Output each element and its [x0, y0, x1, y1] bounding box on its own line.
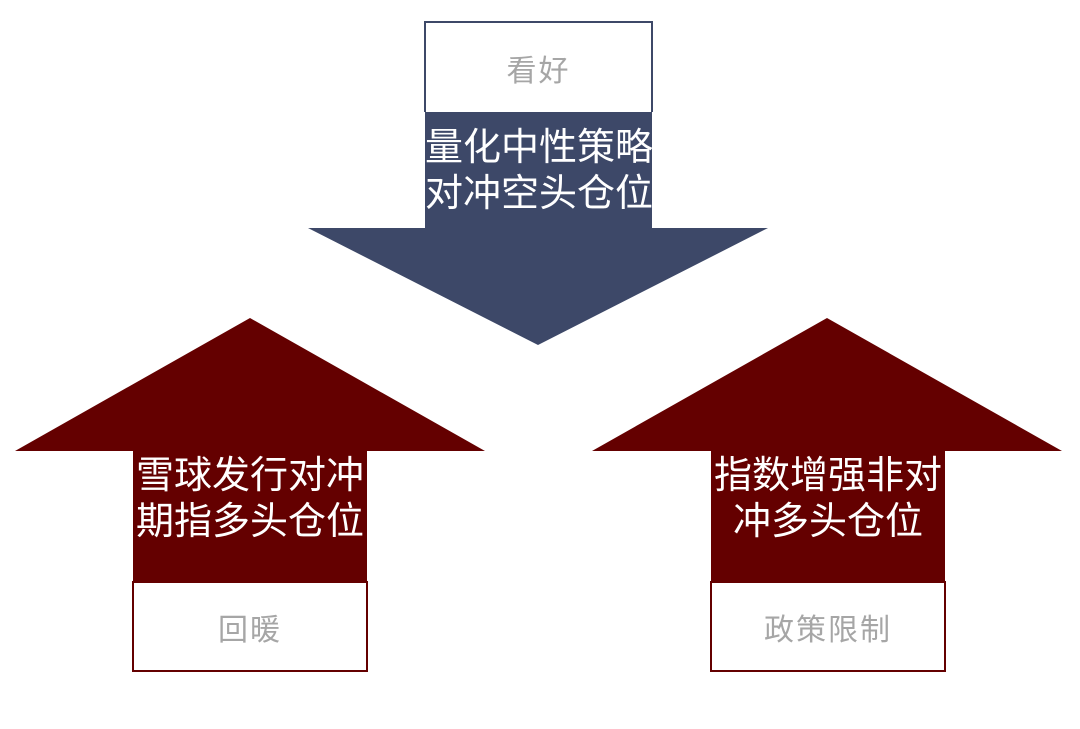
left-arrow-line2: 期指多头仓位 — [135, 499, 364, 543]
top-arrow-line2: 对冲空头仓位 — [425, 171, 654, 215]
right-label-box: 政策限制 — [710, 581, 946, 672]
left-label-text: 回暖 — [218, 612, 282, 648]
right-up-arrow-shape — [592, 318, 1062, 583]
top-label-box: 看好 — [424, 21, 653, 112]
left-up-arrow-shape — [15, 318, 485, 583]
left-arrow-line1: 雪球发行对冲 — [135, 453, 364, 497]
top-label-text: 看好 — [506, 53, 571, 89]
right-arrow-line2: 冲多头仓位 — [732, 499, 923, 543]
left-label-box: 回暖 — [132, 581, 368, 672]
top-arrow-text: 量化中性策略 对冲空头仓位 — [425, 124, 654, 216]
right-arrow-text: 指数增强非对 冲多头仓位 — [711, 452, 945, 544]
right-arrow-line1: 指数增强非对 — [713, 453, 942, 497]
right-label-text: 政策限制 — [764, 612, 892, 648]
down-arrow-shape — [308, 110, 768, 345]
left-arrow-text: 雪球发行对冲 期指多头仓位 — [133, 452, 367, 544]
top-arrow-line1: 量化中性策略 — [425, 125, 654, 169]
